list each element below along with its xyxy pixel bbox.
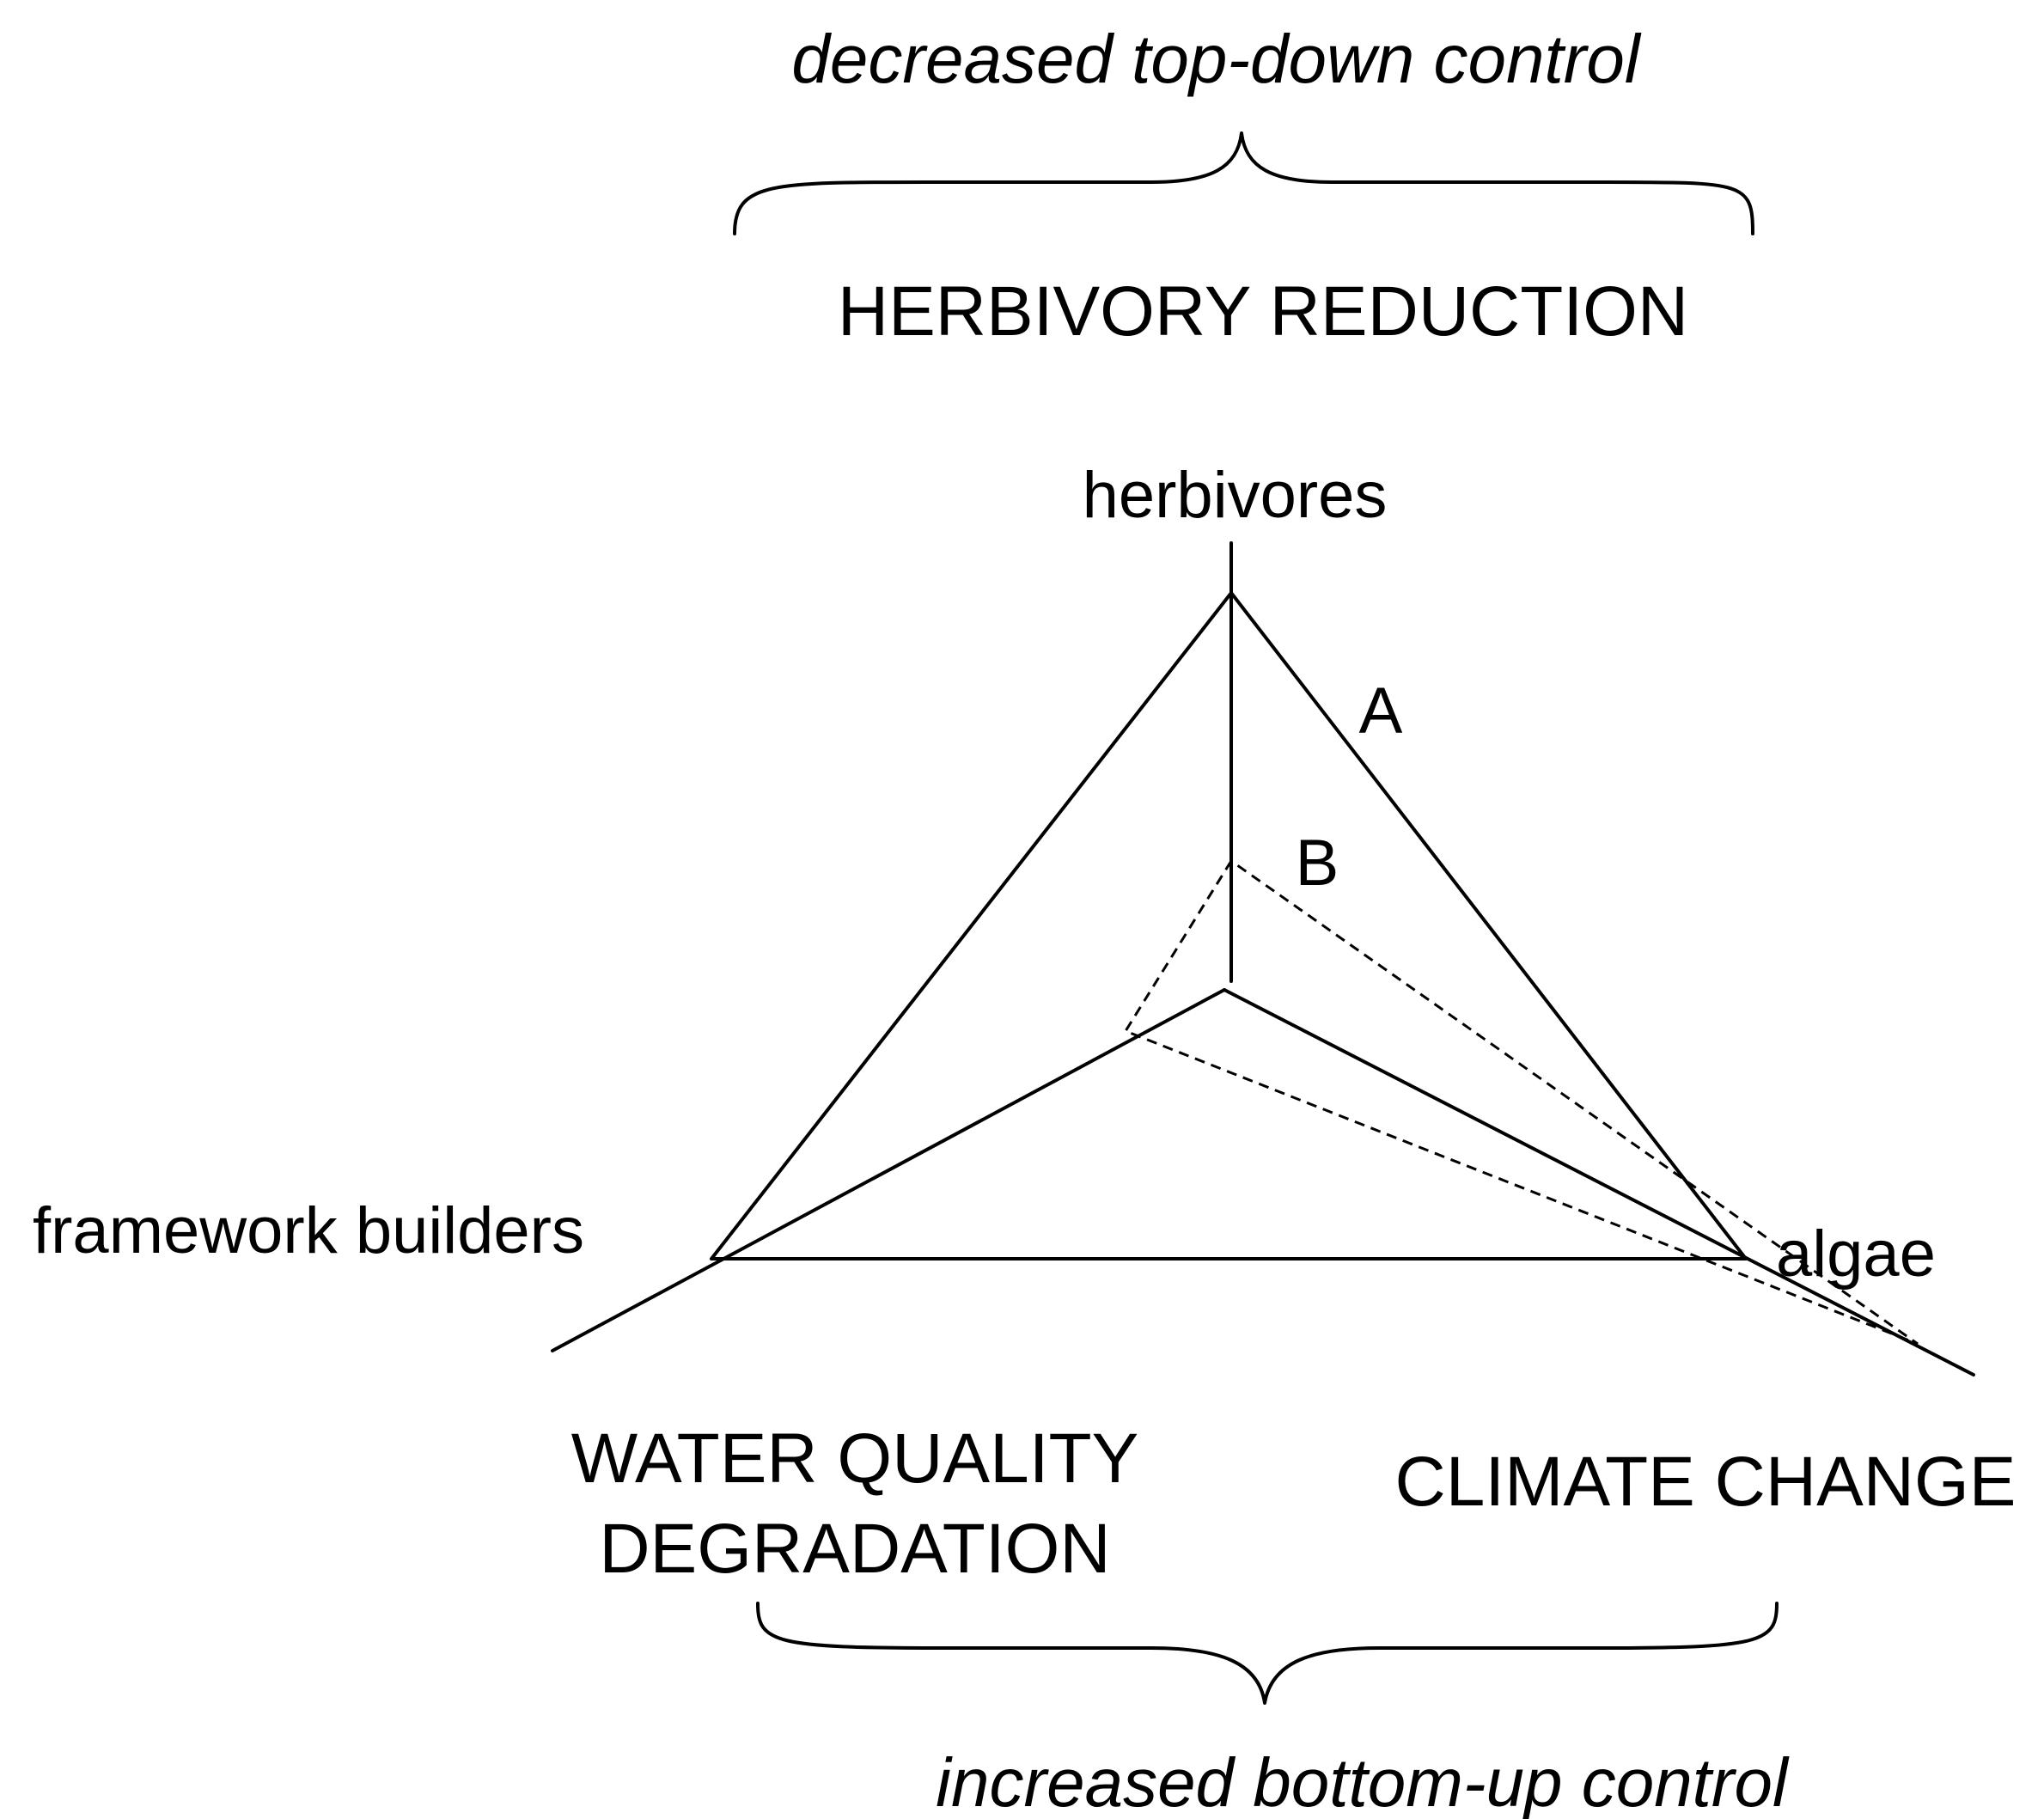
- algae-axis: [1223, 988, 1975, 1376]
- state-b-triangle: [1123, 859, 1919, 1346]
- water-quality-label-line1: WATER QUALITY: [571, 1419, 1139, 1498]
- state-a-triangle: [710, 591, 1748, 1260]
- climate-change-label: CLIMATE CHANGE: [1395, 1443, 2017, 1521]
- state-b-label: B: [1296, 827, 1339, 900]
- bottom-brace: [756, 1602, 1779, 1705]
- herbivory-reduction-label: HERBIVORY REDUCTION: [838, 272, 1688, 351]
- top-brace: [733, 131, 1754, 235]
- algae-label: algae: [1776, 1218, 1936, 1291]
- framework-builders-label: framework builders: [33, 1194, 584, 1267]
- framework-builders-axis: [551, 988, 1226, 1352]
- state-a-label: A: [1359, 674, 1403, 748]
- bottom-control-label: increased bottom-up control: [936, 1744, 1790, 1819]
- water-quality-label-line2: DEGRADATION: [599, 1510, 1110, 1588]
- herbivores-label: herbivores: [1083, 459, 1388, 532]
- top-control-label: decreased top-down control: [791, 21, 1641, 97]
